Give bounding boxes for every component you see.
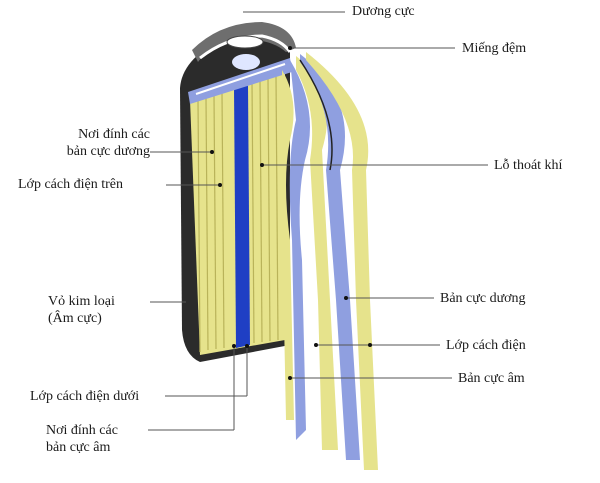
core-stripes bbox=[197, 75, 279, 353]
label-bottom-insulator: Lớp cách điện dưới bbox=[30, 389, 140, 404]
label-separator: Lớp cách điện bbox=[446, 338, 526, 353]
leader-lines bbox=[148, 11, 488, 431]
label-positive-plate: Bản cực dương bbox=[440, 291, 526, 306]
unrolled-blue-layer-2 bbox=[300, 54, 360, 460]
label-positive-tab: Nơi đính các bản cực dương bbox=[40, 126, 150, 160]
label-negative-tab: Nơi đính các bản cực âm bbox=[46, 422, 118, 456]
unrolled-yellow-layer-2 bbox=[296, 56, 338, 450]
positive-cap bbox=[192, 22, 296, 62]
center-separator bbox=[234, 85, 250, 348]
label-positive-tab-line2: bản cực dương bbox=[66, 144, 150, 159]
unrolled-yellow-layer-3 bbox=[306, 52, 378, 470]
label-can: Vỏ kim loại (Âm cực) bbox=[48, 293, 115, 327]
label-positive-terminal: Dương cực bbox=[352, 4, 415, 19]
unrolled-yellow-layer-1 bbox=[282, 70, 294, 420]
label-can-line1: Vỏ kim loại bbox=[48, 294, 115, 309]
label-negative-tab-line2: bản cực âm bbox=[46, 440, 111, 455]
label-negative-tab-line1: Nơi đính các bbox=[46, 423, 118, 438]
unrolled-blue-layer-1 bbox=[289, 60, 310, 440]
label-top-insulator: Lớp cách điện trên bbox=[18, 177, 123, 192]
label-can-line2: (Âm cực) bbox=[48, 311, 102, 326]
leader-dots bbox=[210, 46, 372, 380]
label-negative-plate: Bản cực âm bbox=[458, 371, 525, 386]
label-gasket: Miếng đệm bbox=[462, 41, 527, 56]
label-vent: Lỗ thoát khí bbox=[494, 158, 563, 173]
label-positive-tab-line1: Nơi đính các bbox=[78, 127, 150, 142]
